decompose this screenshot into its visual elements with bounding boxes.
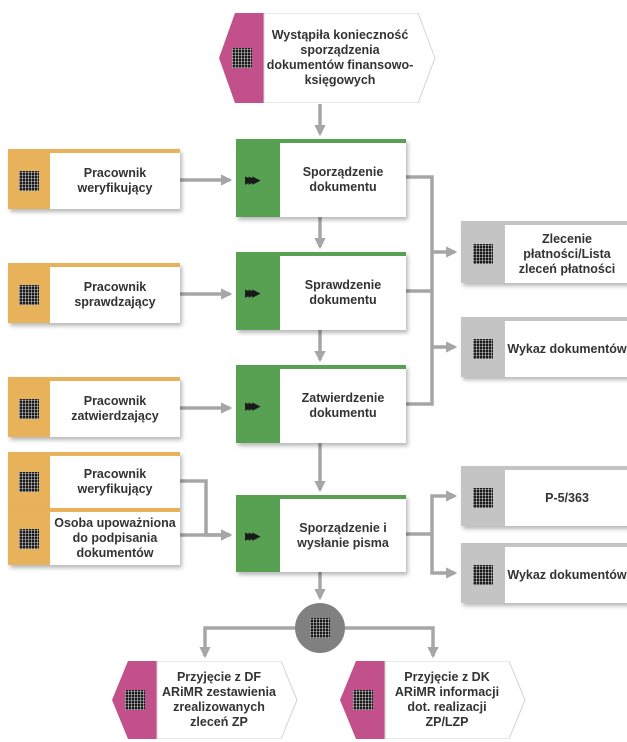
person-icon: [19, 399, 39, 419]
step-label: Sporządzenie dokumentu: [302, 165, 384, 194]
role-pracownik-sprawdzajacy: Pracownik sprawdzający: [8, 263, 180, 323]
arrow-role4-to-step4: [180, 479, 233, 541]
role-label: Pracownik zatwierdzający: [71, 394, 159, 423]
gateway-icon: [310, 618, 330, 638]
document-icon: [232, 48, 252, 68]
gateway-circle: [295, 603, 345, 653]
arrow-gateway-to-end1: [199, 626, 295, 659]
person-icon: [19, 472, 39, 492]
document-icon: [473, 488, 493, 508]
document-icon: [473, 339, 493, 359]
role-pracownik-zatwierdzajacy: Pracownik zatwierdzający: [8, 377, 180, 437]
document-icon: [473, 244, 493, 264]
start-event: Wystąpiła konieczność sporządzenia dokum…: [218, 13, 436, 103]
start-event-text: Wystąpiła konieczność sporządzenia dokum…: [266, 28, 414, 87]
arrow-to-doc4: [430, 534, 458, 579]
document-icon: [353, 690, 373, 710]
doc-label: Wykaz dokumentów: [507, 341, 627, 356]
end-event-df: Przyjęcie z DF ARiMR zestawienia zrealiz…: [111, 661, 298, 739]
doc-p5-363: P-5/363: [461, 466, 627, 526]
start-event-shape: [219, 13, 436, 103]
chevron-icon: ▸▸▸: [245, 396, 261, 415]
role-osoba-upowazniona: Osoba upoważniona do podpisania dokument…: [8, 508, 180, 565]
step-label: Zatwierdzenie dokumentu: [301, 391, 385, 420]
step-label: Sporządzenie i wysłanie pisma: [297, 520, 389, 550]
document-icon: [473, 565, 493, 585]
role-label: Pracownik sprawdzający: [74, 280, 156, 309]
arrow-gateway-to-end2: [345, 626, 439, 659]
role-label: Pracownik weryfikujący: [77, 467, 153, 496]
step-label: Sprawdzenie dokumentu: [304, 278, 382, 307]
doc-zlecenie-platnosci: Zlecenie płatności/Lista zleceń płatnośc…: [461, 221, 627, 283]
role-label: Pracownik weryfikujący: [77, 166, 153, 195]
chevron-icon: ▸▸▸: [245, 283, 261, 302]
step-zatwierdzenie-dokumentu: ▸▸▸ Zatwierdzenie dokumentu: [236, 365, 406, 443]
arrow-to-doc3: [430, 490, 458, 534]
chevron-icon: ▸▸▸: [245, 170, 261, 189]
chevron-icon: ▸▸▸: [245, 525, 261, 545]
step-sporzadzenie-dokumentu: ▸▸▸ Sporządzenie dokumentu: [236, 139, 406, 217]
role-pracownik-weryfikujacy: Pracownik weryfikujący: [8, 149, 180, 209]
doc-wykaz-dokumentow-2: Wykaz dokumentów: [461, 543, 627, 603]
document-icon: [125, 690, 145, 710]
doc-wykaz-dokumentow: Wykaz dokumentów: [461, 317, 627, 377]
role-pracownik-weryfikujacy-2: Pracownik weryfikujący: [8, 452, 180, 508]
doc-label: Wykaz dokumentów: [507, 567, 627, 582]
step-sporzadzenie-wyslanie-pisma: ▸▸▸ Sporządzenie i wysłanie pisma: [236, 495, 406, 572]
person-icon: [19, 285, 39, 305]
end-event-dk: Przyjęcie z DK ARiMR informacji dot. rea…: [339, 661, 526, 739]
doc-label: P-5/363: [545, 490, 589, 505]
role-label: Osoba upoważniona do podpisania dokument…: [54, 516, 176, 560]
step-sprawdzenie-dokumentu: ▸▸▸ Sprawdzenie dokumentu: [236, 252, 406, 330]
doc-label: Zlecenie płatności/Lista zleceń płatnośc…: [518, 231, 616, 276]
end-event-text: Przyjęcie z DK ARiMR informacji dot. rea…: [394, 670, 500, 729]
person-icon: [19, 528, 39, 549]
end-event-text: Przyjęcie z DF ARiMR zestawienia zrealiz…: [162, 670, 276, 729]
person-icon: [19, 171, 39, 191]
